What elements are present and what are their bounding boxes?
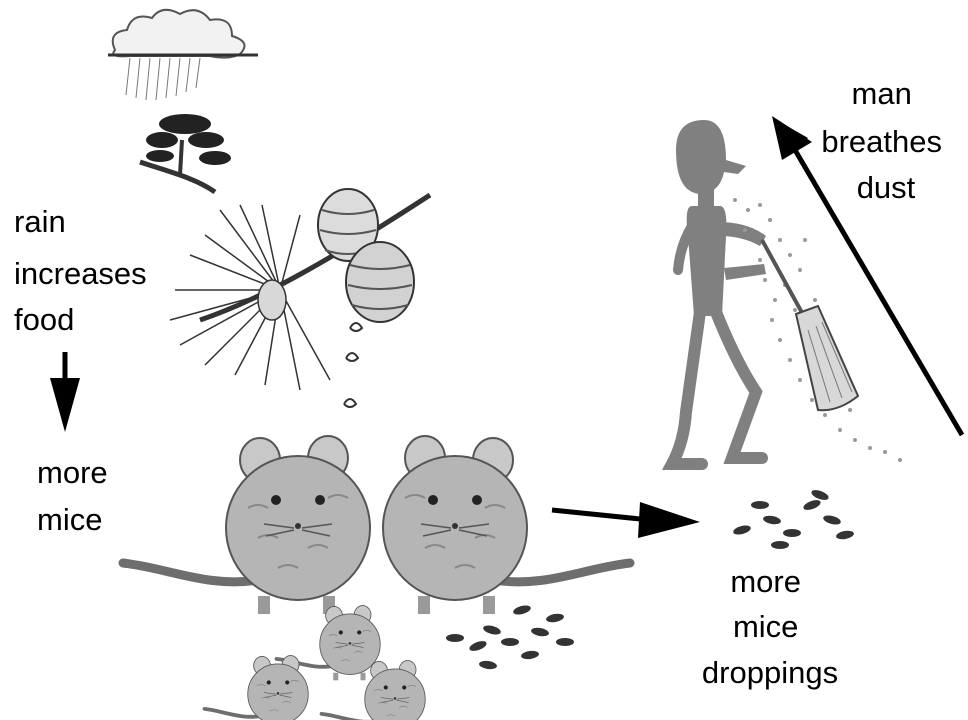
man-sweeping-icon: [672, 120, 766, 464]
label-line: food: [14, 302, 74, 337]
label-line: rain: [14, 204, 66, 239]
tree-icon: [140, 114, 231, 192]
droppings-icon: [732, 488, 854, 549]
label-line: increases: [14, 256, 147, 291]
droppings-icon: [446, 604, 574, 670]
right-arrow: [552, 502, 700, 538]
mouse-icon: [123, 436, 370, 614]
label-line: man: [852, 76, 912, 111]
rain-cloud-icon: [108, 10, 258, 100]
label-line: dust: [857, 170, 916, 205]
label-rain-increases-food: rain increases food: [14, 204, 155, 337]
mouse-icon: [205, 656, 309, 720]
down-arrow: [50, 352, 80, 432]
label-line: more: [37, 455, 108, 490]
diagonal-up-arrow: [772, 116, 962, 435]
broom-icon: [762, 240, 858, 410]
label-more-mice: more mice: [37, 455, 116, 537]
label-line: more: [730, 564, 801, 599]
label-more-mice-droppings: more mice droppings: [702, 564, 838, 690]
label-line: mice: [733, 609, 798, 644]
label-man-breathes-dust: man breathes dust: [821, 76, 950, 205]
label-line: droppings: [702, 655, 838, 690]
label-line: mice: [37, 502, 102, 537]
label-line: breathes: [821, 124, 942, 159]
mouse-icon: [383, 436, 630, 614]
pine-branch-icon: [170, 189, 430, 407]
